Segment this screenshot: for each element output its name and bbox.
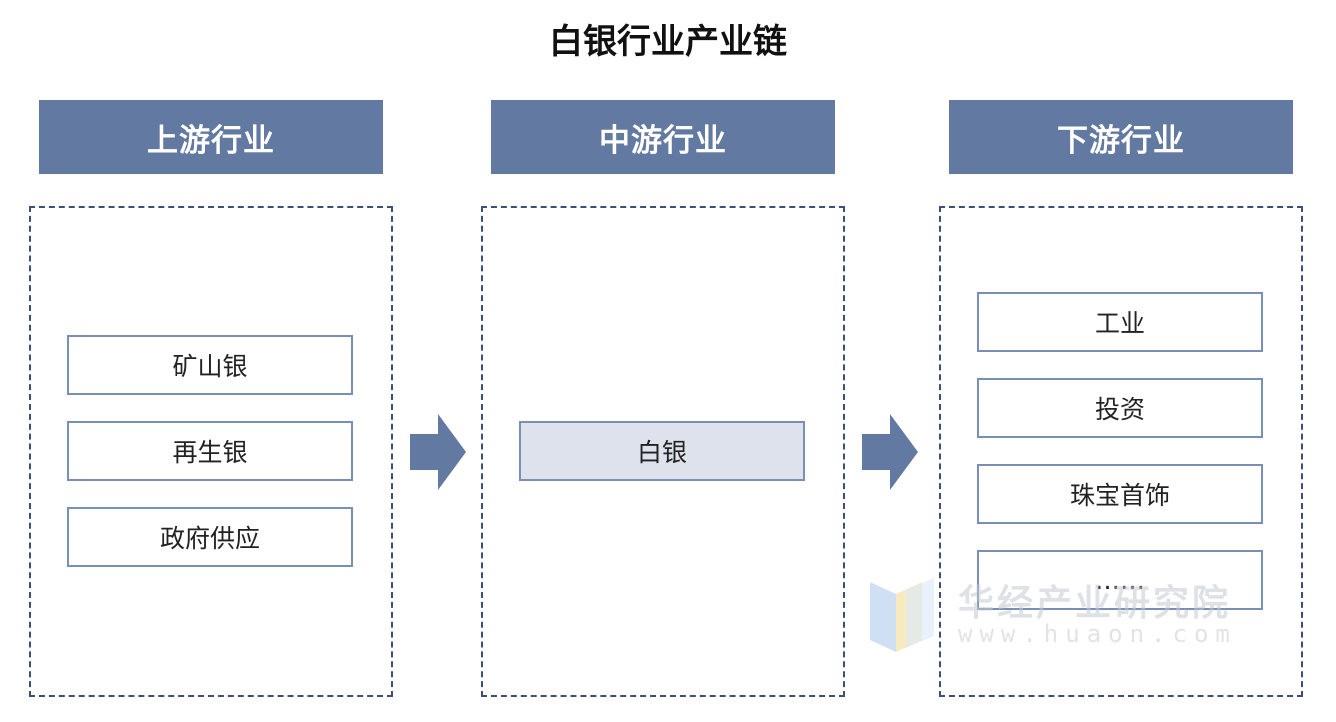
downstream-item-ellipsis: …… [977, 550, 1263, 610]
upstream-item-government-supply: 政府供应 [67, 507, 353, 567]
watermark-logo-icon [870, 578, 934, 652]
flow-arrow-icon [862, 414, 918, 490]
upstream-item-mine-silver: 矿山银 [67, 335, 353, 395]
watermark: 华经产业研究院 www.huaon.com [866, 570, 1276, 660]
flow-arrow-icon [410, 414, 466, 490]
watermark-url: www.huaon.com [958, 620, 1237, 648]
upstream-header: 上游行业 [39, 100, 383, 174]
midstream-item-silver: 白银 [519, 421, 805, 481]
downstream-box [939, 206, 1303, 697]
midstream-box [481, 206, 845, 697]
diagram-title: 白银行业产业链 [549, 22, 787, 62]
downstream-header: 下游行业 [949, 100, 1293, 174]
watermark-name: 华经产业研究院 [958, 583, 1232, 624]
downstream-item-industry: 工业 [977, 292, 1263, 352]
upstream-item-recycled-silver: 再生银 [67, 421, 353, 481]
midstream-header: 中游行业 [491, 100, 835, 174]
downstream-item-jewelry: 珠宝首饰 [977, 464, 1263, 524]
downstream-item-investment: 投资 [977, 378, 1263, 438]
upstream-box [29, 206, 393, 697]
